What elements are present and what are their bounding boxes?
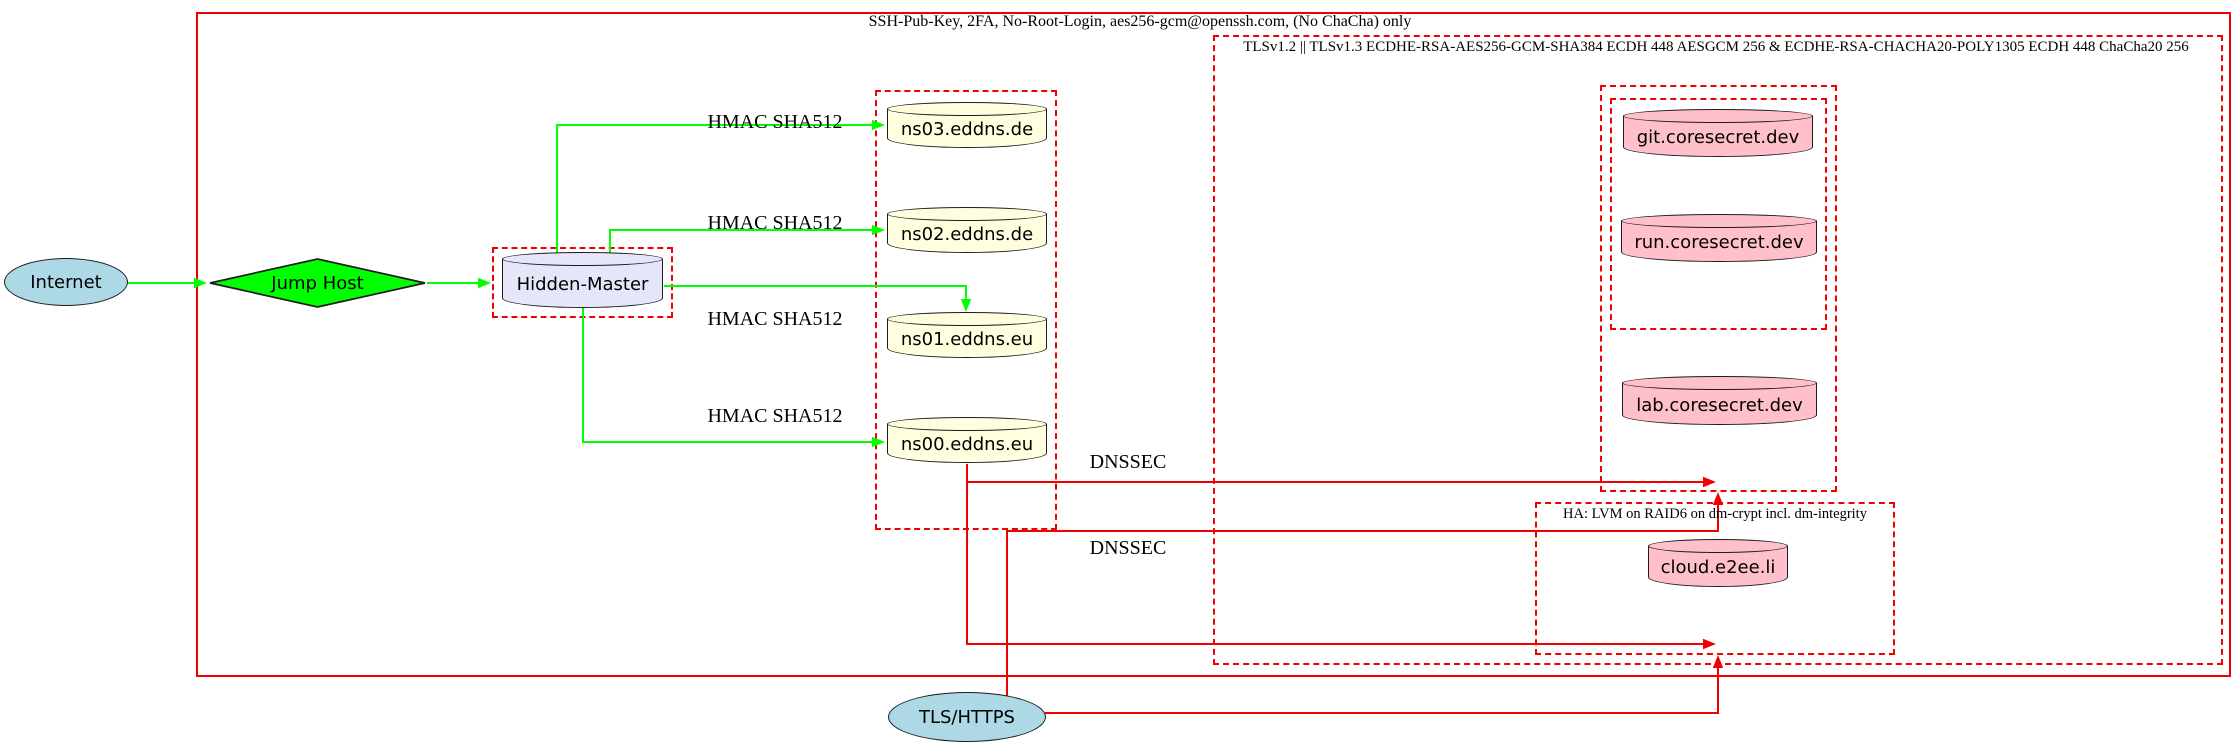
arrowhead-ns01 <box>960 299 972 312</box>
node-jump-host-label: Jump Host <box>271 272 364 294</box>
cylinder-top <box>887 102 1047 116</box>
cylinder-body <box>887 319 1047 358</box>
diamond-shape <box>209 258 426 308</box>
edge-tlshttps-ha <box>1045 667 1719 714</box>
arrowhead-ns00 <box>872 436 885 448</box>
node-internet: Internet <box>4 258 128 306</box>
arrowhead-coresecret-up <box>1712 492 1724 505</box>
cylinder-top <box>887 417 1047 431</box>
green-edges <box>128 124 967 443</box>
edge-label-dnssec-1: DNSSEC <box>1089 451 1167 473</box>
arrowhead-ha-up <box>1712 655 1724 668</box>
edge-tlshttps-coresecret <box>1006 504 1719 696</box>
node-tls-https: TLS/HTTPS <box>888 692 1046 742</box>
cylinder-top <box>887 312 1047 326</box>
node-ns03-label: ns03.eddns.de <box>900 119 1034 140</box>
green-arrowheads <box>194 119 972 448</box>
node-hidden-master: Hidden-Master <box>502 252 663 308</box>
edge-label-hmac-ns01: HMAC SHA512 <box>707 308 843 330</box>
node-git-label: git.coresecret.dev <box>1636 127 1800 148</box>
tls-cluster-label: TLSv1.2 || TLSv1.3 ECDHE-RSA-AES256-GCM-… <box>1243 39 2189 55</box>
node-hidden-master-label: Hidden-Master <box>516 274 649 295</box>
node-internet-label: Internet <box>30 271 102 293</box>
arrowhead-ns02 <box>872 224 885 236</box>
coresecret-outer-cluster-box <box>1600 85 1837 492</box>
cylinder-body <box>502 259 663 308</box>
node-cloud-e2ee: cloud.e2ee.li <box>1648 539 1788 587</box>
node-git-coresecret: git.coresecret.dev <box>1623 109 1813 157</box>
edge-hiddenmaster-ns01 <box>664 285 967 300</box>
cylinder-top <box>1622 376 1817 390</box>
node-lab-coresecret: lab.coresecret.dev <box>1622 376 1817 425</box>
ha-cluster-label: HA: LVM on RAID6 on dm-crypt incl. dm-in… <box>1563 506 1867 522</box>
ssh-cluster-label: SSH-Pub-Key, 2FA, No-Root-Login, aes256-… <box>868 13 1412 30</box>
edge-hiddenmaster-ns00 <box>582 306 873 443</box>
red-arrowheads <box>1703 476 1724 668</box>
cylinder-top <box>1623 109 1813 123</box>
node-lab-label: lab.coresecret.dev <box>1636 394 1803 416</box>
red-edges <box>966 464 1719 714</box>
arrowhead-coresecret-right <box>1703 476 1716 488</box>
arrowhead-jumphost <box>194 277 207 289</box>
node-ns01-label: ns01.eddns.eu <box>900 329 1034 350</box>
cylinder-body <box>887 424 1047 463</box>
cylinder-top <box>1621 214 1817 228</box>
edge-hiddenmaster-ns02 <box>609 229 873 254</box>
arrowhead-ha-right <box>1703 638 1716 650</box>
ssh-cluster-box <box>196 12 2231 677</box>
arrowhead-hiddenmaster <box>478 277 491 289</box>
node-run-coresecret: run.coresecret.dev <box>1621 214 1817 262</box>
node-jump-host: Jump Host <box>208 258 427 308</box>
arrowhead-ns03 <box>872 119 885 131</box>
cylinder-top <box>502 252 663 266</box>
edge-label-hmac-ns03: HMAC SHA512 <box>707 111 843 133</box>
edge-hiddenmaster-ns03 <box>556 124 873 254</box>
cylinder-top <box>887 207 1047 221</box>
cylinder-body <box>1622 383 1817 425</box>
edge-label-hmac-ns00: HMAC SHA512 <box>707 405 843 427</box>
node-run-label: run.coresecret.dev <box>1634 232 1804 253</box>
edge-ns00-ha <box>966 482 1704 645</box>
node-ns03: ns03.eddns.de <box>887 102 1047 148</box>
node-ns00-label: ns00.eddns.eu <box>900 434 1034 455</box>
cylinder-top <box>1648 539 1788 553</box>
node-ns02-label: ns02.eddns.de <box>900 224 1034 245</box>
node-ns01: ns01.eddns.eu <box>887 312 1047 358</box>
edge-label-dnssec-2: DNSSEC <box>1089 537 1167 559</box>
node-ns02: ns02.eddns.de <box>887 207 1047 253</box>
node-tls-https-label: TLS/HTTPS <box>918 706 1015 728</box>
node-cloud-label: cloud.e2ee.li <box>1660 557 1776 578</box>
coresecret-inner-cluster-box <box>1610 98 1827 330</box>
edge-label-hmac-ns02: HMAC SHA512 <box>707 212 843 234</box>
node-ns00: ns00.eddns.eu <box>887 417 1047 463</box>
